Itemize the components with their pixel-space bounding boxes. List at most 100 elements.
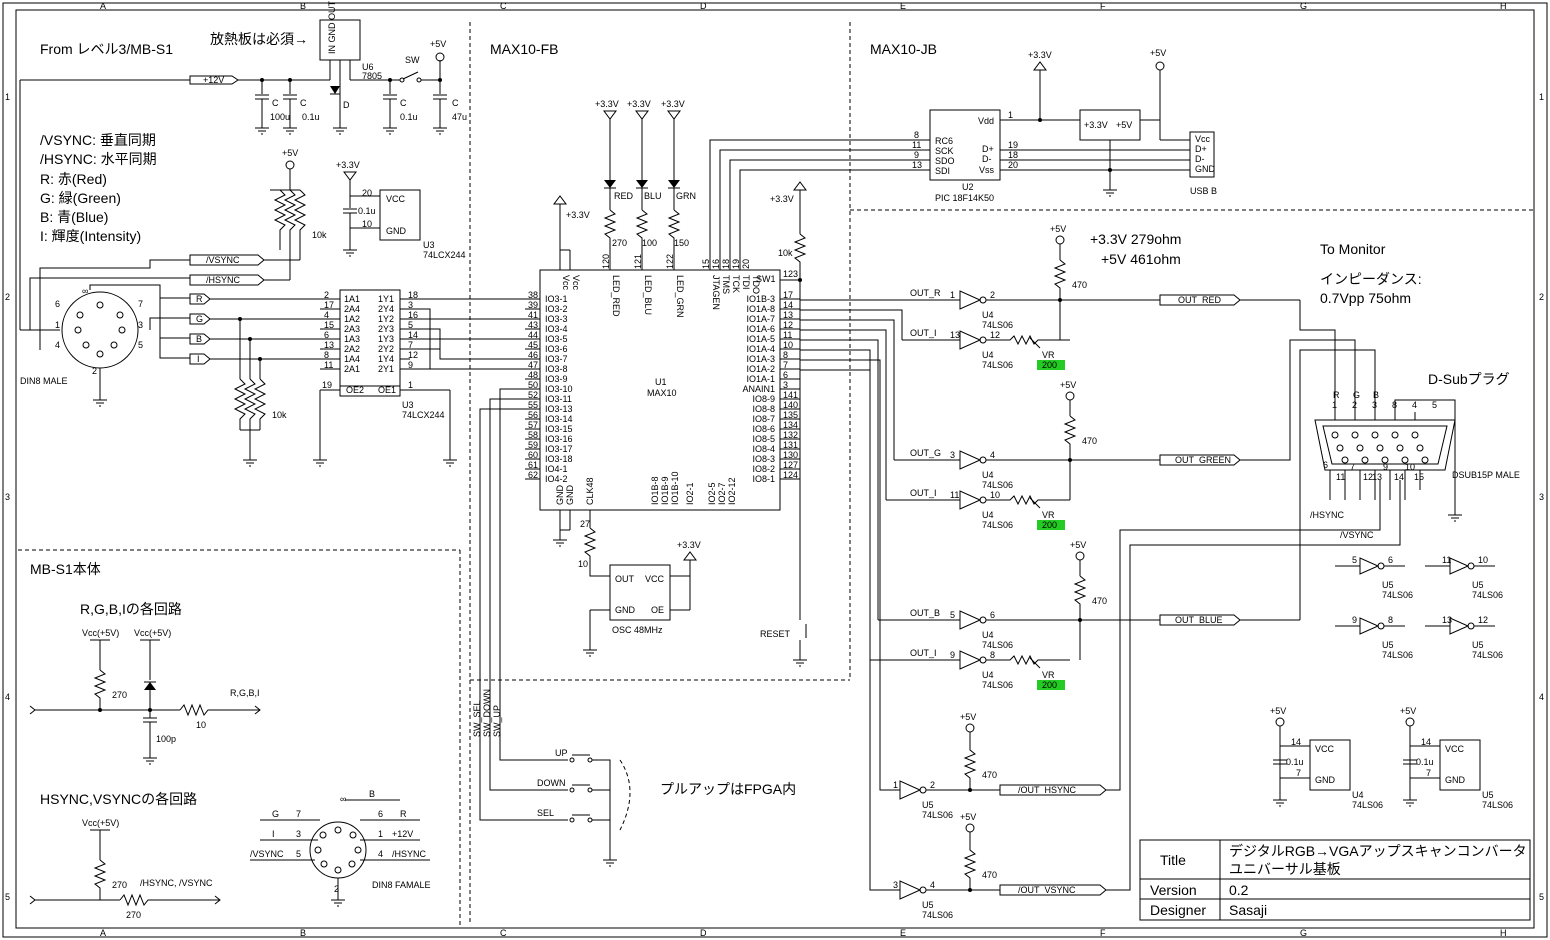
u1-pin-l-io4-2: IO4-2	[545, 474, 568, 484]
u1-pin-l-io3-8: IO3-8	[545, 364, 568, 374]
u6-pins: IN GND OUT	[327, 0, 337, 54]
out-label-5: OUT_I	[910, 648, 937, 658]
din8-male-label: DIN8 MALE	[20, 376, 68, 386]
rgbi-c100p: 100p	[156, 734, 176, 744]
u1-pin-l-io3-3: IO3-3	[545, 314, 568, 324]
u5-power-label: +5V	[1400, 706, 1416, 716]
out-label-2: OUT_G	[910, 448, 941, 458]
u1-pin-l-io3-7: IO3-7	[545, 354, 568, 364]
inv-val-0: 74LS06	[982, 320, 1013, 330]
din-pin-5: 5	[138, 340, 143, 350]
sync-inv-in-0: 1	[893, 780, 898, 790]
sync-inv-name-1: U5	[922, 900, 934, 910]
sync-net-label: /HSYNC, /VSYNC	[140, 878, 213, 888]
net-out-red: OUT_RED	[1178, 295, 1222, 305]
u4-power-label: +5V	[1270, 706, 1286, 716]
net-g-in: G	[196, 314, 203, 324]
inv-out-4: 6	[990, 610, 995, 620]
u2-pin-rc6: RC6	[935, 136, 953, 146]
dsub-pin-5: 5	[1432, 400, 1437, 410]
row-label-3-right: 3	[1539, 492, 1544, 502]
pu-r-1: 470	[1082, 436, 1097, 446]
inv-out-0: 2	[990, 290, 995, 300]
rgbi-r270: 270	[112, 690, 127, 700]
u3-decoupling-value: 0.1u	[358, 206, 376, 216]
button-up[interactable]: UP	[555, 748, 568, 758]
net-sw-sel: SW_SEL	[472, 700, 482, 737]
max10-fpga: IO3-138IO3-239IO3-341IO3-443IO3-544IO3-6…	[525, 254, 800, 511]
spare-name-2: U5	[1382, 640, 1394, 650]
svg-text:19: 19	[322, 380, 332, 390]
u1-pin-l-io3-2: IO3-2	[545, 304, 568, 314]
u4-vcc-pin: 14	[1291, 737, 1301, 747]
max10-gnd: 27 10	[553, 510, 610, 577]
u1-pin-r-io8-5: IO8-5	[752, 434, 775, 444]
u1-name: U1	[655, 377, 667, 387]
usb-power-label: +5V	[1150, 48, 1166, 58]
pullup-note: プルアップはFPGA内	[660, 781, 796, 797]
spare-val-0: 74LS06	[1382, 590, 1413, 600]
sync-inv-val-0: 74LS06	[922, 810, 953, 820]
u3-oe2: OE2	[346, 385, 364, 395]
led-grn-power: +3.3V	[661, 99, 685, 109]
output-net-labels: OUT_RED OUT_GREEN OUT_BLUE /OUT_HSYNC /O…	[999, 294, 1401, 896]
col-label-b-bottom: B	[300, 928, 306, 938]
inv-out-5: 8	[990, 650, 995, 660]
button-down[interactable]: DOWN	[537, 778, 566, 788]
sync-r270-b: 270	[126, 910, 141, 920]
net-sw-up: SW_UP	[492, 705, 502, 737]
vr-val-1: 200	[1042, 360, 1057, 370]
u2-vdd: Vdd	[978, 116, 994, 126]
dsub-label-r: R	[1333, 390, 1340, 400]
monitor-notes: +3.3V 279ohm +5V 461ohm To Monitor インピーダ…	[1090, 231, 1510, 387]
u1-pin-l-io3-17: IO3-17	[545, 444, 573, 454]
section-boundaries	[18, 22, 1534, 925]
dsub-pin-6: 6	[1323, 460, 1328, 470]
u1-pin-top-5: JTAGEN	[711, 275, 721, 310]
dsub-pin-13: 13	[1372, 472, 1382, 482]
usb-pin-dm: D-	[1195, 154, 1205, 164]
u1-pin-bottom-7: IO2-5	[707, 482, 717, 505]
reset-button-label[interactable]: RESET	[760, 629, 791, 639]
resistor-note-5v: +5V 461ohm	[1101, 251, 1181, 267]
u1-pinnum-l1: 39	[528, 300, 538, 310]
inv-name-4: U4	[982, 630, 994, 640]
u1-pinnum-r1: 14	[783, 300, 793, 310]
u4-pwr-value: 74LS06	[1352, 800, 1383, 810]
u1-pinnum-r2: 13	[783, 310, 793, 320]
pu-r-0: 470	[1072, 280, 1087, 290]
osc-vcc-pin: VCC	[645, 574, 665, 584]
inv-val-5: 74LS06	[982, 680, 1013, 690]
u3-pin-1y1: 1Y1	[378, 294, 394, 304]
inv-val-2: 74LS06	[982, 480, 1013, 490]
spare-name-3: U5	[1472, 640, 1484, 650]
title-label: Title	[1160, 852, 1186, 868]
c4-value: 47u	[452, 112, 467, 122]
impedance-value: 0.7Vpp 75ohm	[1320, 290, 1411, 306]
section-title-max10-fb: MAX10-FB	[490, 41, 558, 57]
u1-pinnum-r6: 8	[783, 350, 788, 360]
u1-pin-l-io3-4: IO3-4	[545, 324, 568, 334]
u2-pin-18: 18	[1008, 150, 1018, 160]
u1-pin-bottom-0: GND	[555, 485, 565, 506]
u3-pinnum-r3: 5	[408, 320, 413, 330]
dsub-pin-9: 9	[1383, 462, 1388, 472]
dsub-pin-2: 2	[1352, 400, 1357, 410]
usb-pin-dp: D+	[1195, 144, 1207, 154]
u1-pin-bottom-8: IO2-7	[717, 482, 727, 505]
r-pulldown-10k-value: 10k	[272, 410, 287, 420]
col-label-b: B	[300, 1, 306, 11]
section-title-from-level3: From レベル3/MB-S1	[40, 41, 173, 57]
net-sw-down: SW_DOWN	[482, 689, 492, 737]
u1-pinnum-top5: 15	[701, 259, 711, 269]
din-pin-2: 2	[92, 366, 97, 376]
inv-out-1: 12	[990, 330, 1000, 340]
inv-name-2: U4	[982, 470, 994, 480]
button-sel[interactable]: SEL	[537, 808, 554, 818]
spare-out-2: 8	[1388, 615, 1393, 625]
row-label-2: 2	[5, 292, 10, 302]
pic-mcu: RC6 SCK SDO SDI 8 11 9 13 Vdd D+ D- Vss …	[912, 48, 1217, 203]
net-out-green: OUT_GREEN	[1175, 455, 1231, 465]
u1-pin-r-io8-6: IO8-6	[752, 424, 775, 434]
